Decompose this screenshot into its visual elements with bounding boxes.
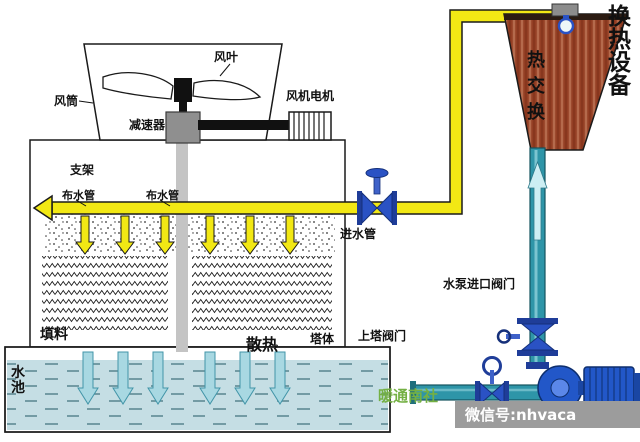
- fan-blades: [102, 72, 262, 114]
- watermark-brand: 暖通南社: [378, 387, 439, 405]
- fan-duct-label: 风筒: [54, 94, 79, 108]
- watermark-bar: 微信号:nhvaca: [455, 401, 640, 428]
- flow-arrow-up-icon: [527, 160, 548, 241]
- pool-label: 水池: [11, 365, 25, 397]
- riser-valve: [496, 318, 558, 356]
- inlet-valve: [357, 168, 397, 225]
- water-pool: [4, 346, 391, 433]
- fan-blade-label: 风叶: [214, 50, 239, 64]
- fan-motor: [288, 111, 332, 141]
- fill-block-left: [42, 256, 168, 330]
- reducer-label: 减速器: [129, 118, 166, 132]
- exchanger-inlet-fitting: [551, 3, 579, 17]
- fan-hub: [174, 78, 192, 102]
- pump-inlet-valve: [475, 356, 509, 406]
- pool-arrows: [77, 351, 291, 405]
- fan-motor-label: 风机电机: [286, 89, 335, 103]
- flow-arrow-left-icon: [32, 194, 53, 222]
- motor-shaft: [198, 120, 291, 130]
- spray-arrows: [75, 215, 300, 255]
- tower-body-label: 塔体: [310, 332, 335, 346]
- dist-pipe-label-right: 布水管: [146, 189, 179, 202]
- support-label: 支架: [70, 163, 95, 177]
- reducer-box: [165, 111, 201, 144]
- dist-pipe-label-left: 布水管: [62, 189, 95, 202]
- leader-lines: [75, 63, 231, 207]
- handwheel-icon: [496, 329, 512, 344]
- heat-exchange-label: 热交换: [527, 50, 545, 124]
- fill-label: 填料: [40, 327, 68, 343]
- drive-shaft: [176, 140, 188, 352]
- pump-inlet-valve-label: 水泵进口阀门: [443, 277, 516, 291]
- up-tower-valve-label: 上塔阀门: [358, 329, 407, 343]
- heat-exchange-equipment-label: 换热设备: [608, 4, 631, 99]
- watermark-wechat: 微信号:nhvaca: [465, 406, 577, 424]
- fill-block-right: [192, 256, 332, 330]
- heat-dissipation-label: 散热: [246, 335, 279, 354]
- heat-exchanger: [503, 3, 629, 151]
- inlet-pipe-label: 进水管: [340, 227, 377, 241]
- gauge-icon: [557, 17, 575, 35]
